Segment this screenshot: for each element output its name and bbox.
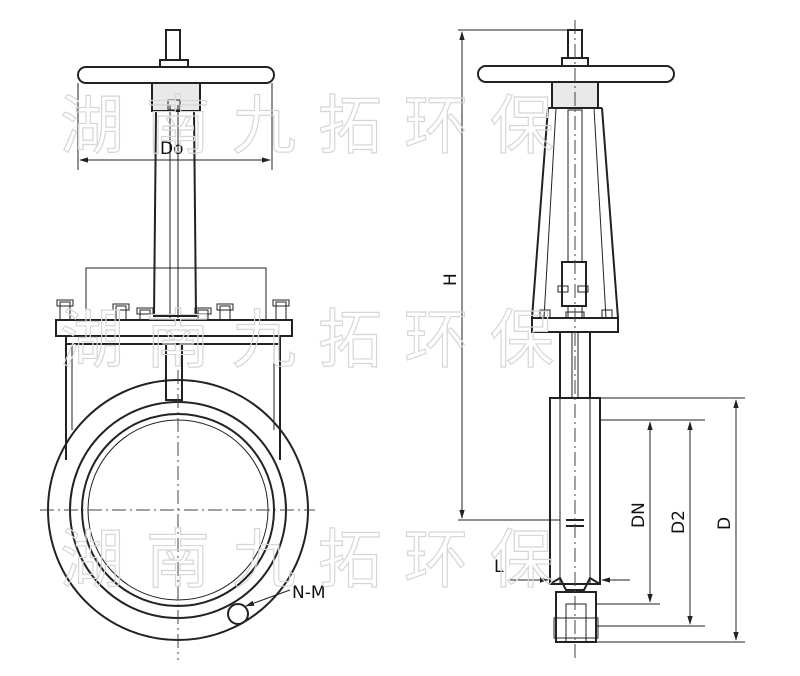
watermark-row-1: 湖南九拓环保 bbox=[60, 90, 576, 164]
dim-do-label: Do bbox=[160, 139, 184, 159]
side-view: H DN D2 D L bbox=[441, 20, 745, 660]
watermark-row-3: 湖南九拓环保 bbox=[60, 524, 576, 598]
handwheel-side bbox=[477, 65, 675, 83]
dim-h-label: H bbox=[441, 273, 461, 286]
watermark-row-2: 湖南九拓环保 bbox=[60, 304, 576, 378]
watermark: 湖南九拓环保 湖南九拓环保 湖南九拓环保 bbox=[59, 89, 576, 598]
front-view: Do N-M bbox=[40, 29, 326, 660]
dim-nm-label: N-M bbox=[292, 583, 326, 603]
dim-l-label: L bbox=[494, 557, 504, 577]
dim-d2-label: D2 bbox=[669, 510, 689, 534]
dim-d-label: D bbox=[715, 517, 735, 530]
handwheel bbox=[77, 66, 275, 84]
dim-dn-label: DN bbox=[629, 502, 649, 528]
bolt-hole bbox=[227, 603, 249, 625]
